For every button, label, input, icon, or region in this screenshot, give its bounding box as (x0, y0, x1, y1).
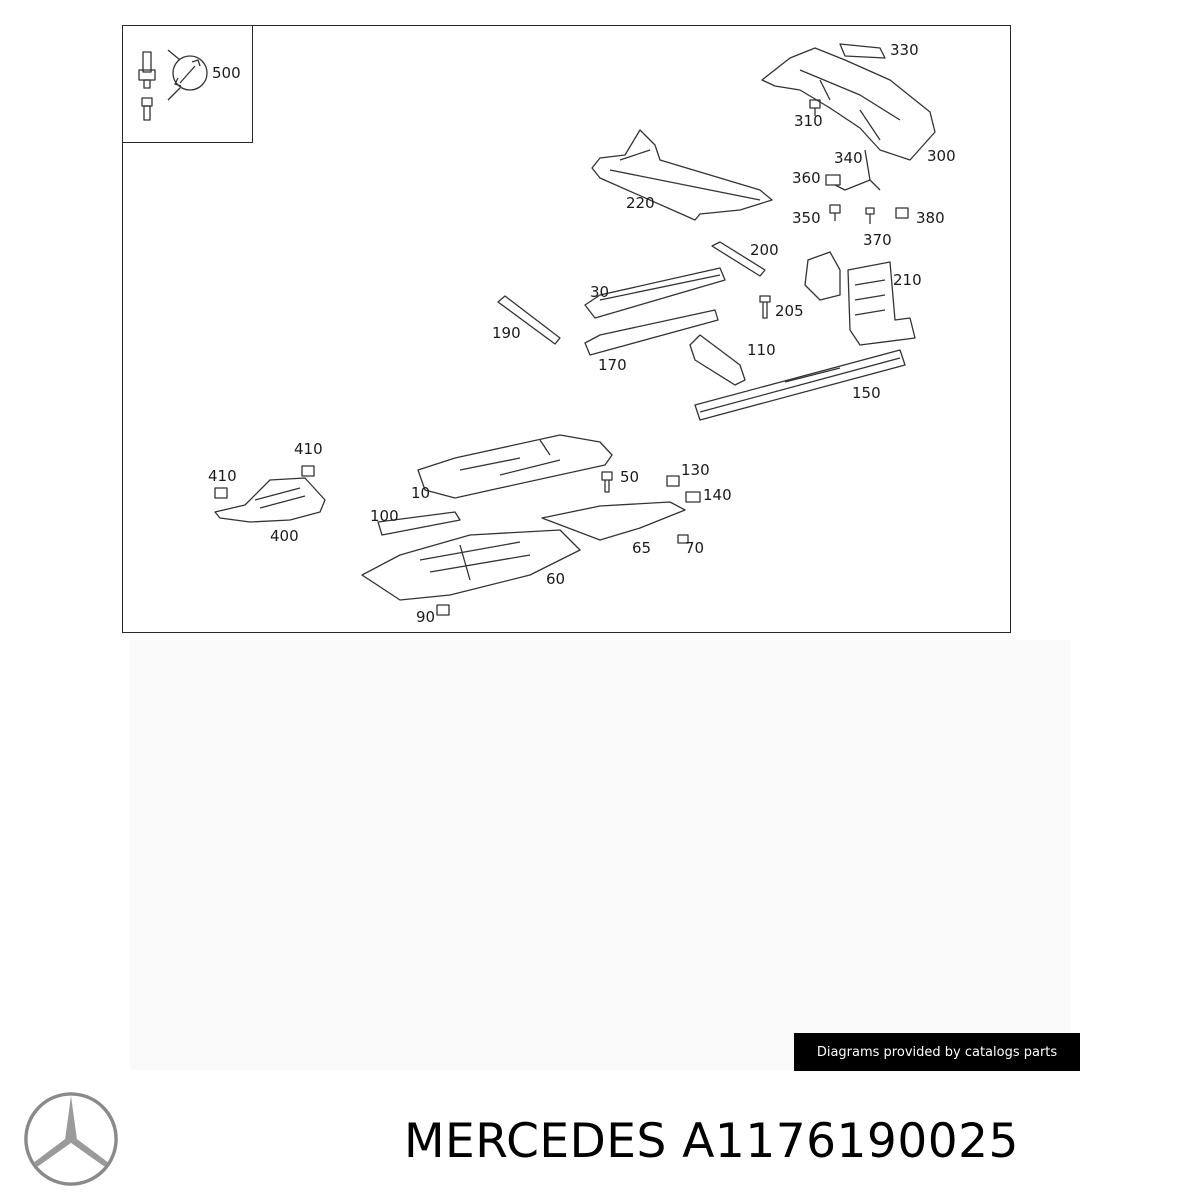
part-100-strip (377, 511, 461, 536)
part-150-sill (694, 349, 906, 421)
callout-130: 130 (681, 461, 710, 479)
part-50-bolt (601, 471, 613, 493)
part-410-nut-right (301, 465, 315, 477)
callout-210: 210 (893, 271, 922, 289)
callout-410-left: 410 (208, 467, 237, 485)
callout-100: 100 (370, 507, 399, 525)
part-210-panel (804, 251, 916, 346)
part-130-clip (666, 475, 680, 487)
part-300-bracket (761, 43, 936, 161)
callout-400: 400 (270, 527, 299, 545)
background-panel (130, 640, 1070, 1070)
part-410-nut-left (214, 487, 228, 499)
callout-190: 190 (492, 324, 521, 342)
part-140-block (685, 491, 701, 503)
callout-110: 110 (747, 341, 776, 359)
credit-banner: Diagrams provided by catalogs parts (794, 1033, 1080, 1071)
callout-30: 30 (590, 283, 610, 301)
callout-200: 200 (750, 241, 779, 259)
part-number: A1176190025 (682, 1114, 1019, 1169)
part-170-sill (584, 309, 719, 356)
callout-340: 340 (834, 149, 863, 167)
callout-220: 220 (626, 194, 655, 212)
callout-300: 300 (927, 147, 956, 165)
callout-50: 50 (620, 468, 640, 486)
product-title: MERCEDES A1176190025 (404, 1114, 1019, 1169)
mercedes-star-logo (24, 1092, 118, 1186)
parts-diagram-art (138, 43, 936, 616)
wrench-icon (172, 55, 208, 91)
part-90-clip (436, 604, 450, 616)
diagram-frame (122, 25, 1011, 633)
part-70-clip (677, 534, 689, 544)
part-220-rail (591, 129, 773, 221)
callout-60: 60 (546, 570, 566, 588)
part-60-underbody (361, 529, 581, 601)
callout-140: 140 (703, 486, 732, 504)
callout-310: 310 (794, 112, 823, 130)
callout-70: 70 (685, 539, 705, 557)
part-205-bolt (759, 295, 771, 319)
callout-360: 360 (792, 169, 821, 187)
callout-350: 350 (792, 209, 821, 227)
callout-500: 500 (212, 64, 241, 82)
tool-inset-box (122, 25, 253, 143)
stud-bolt-shape (138, 51, 156, 121)
part-110-bracket (689, 334, 746, 386)
callout-205: 205 (775, 302, 804, 320)
part-190-plate (497, 295, 561, 345)
credit-text: Diagrams provided by catalogs parts (816, 1044, 1058, 1060)
part-400-bracket (214, 477, 326, 523)
callout-410-right: 410 (294, 440, 323, 458)
callout-150: 150 (852, 384, 881, 402)
callout-65: 65 (632, 539, 652, 557)
brand-name: MERCEDES (404, 1114, 667, 1169)
callout-380: 380 (916, 209, 945, 227)
part-65-panel (541, 501, 686, 541)
part-340-bracket (809, 99, 909, 224)
callout-370: 370 (863, 231, 892, 249)
callout-170: 170 (598, 356, 627, 374)
callout-90: 90 (416, 608, 436, 626)
callout-10: 10 (411, 484, 431, 502)
part-200-strip (711, 241, 766, 277)
part-10-floor (417, 434, 613, 499)
callout-330: 330 (890, 41, 919, 59)
part-30-sill (584, 267, 726, 319)
